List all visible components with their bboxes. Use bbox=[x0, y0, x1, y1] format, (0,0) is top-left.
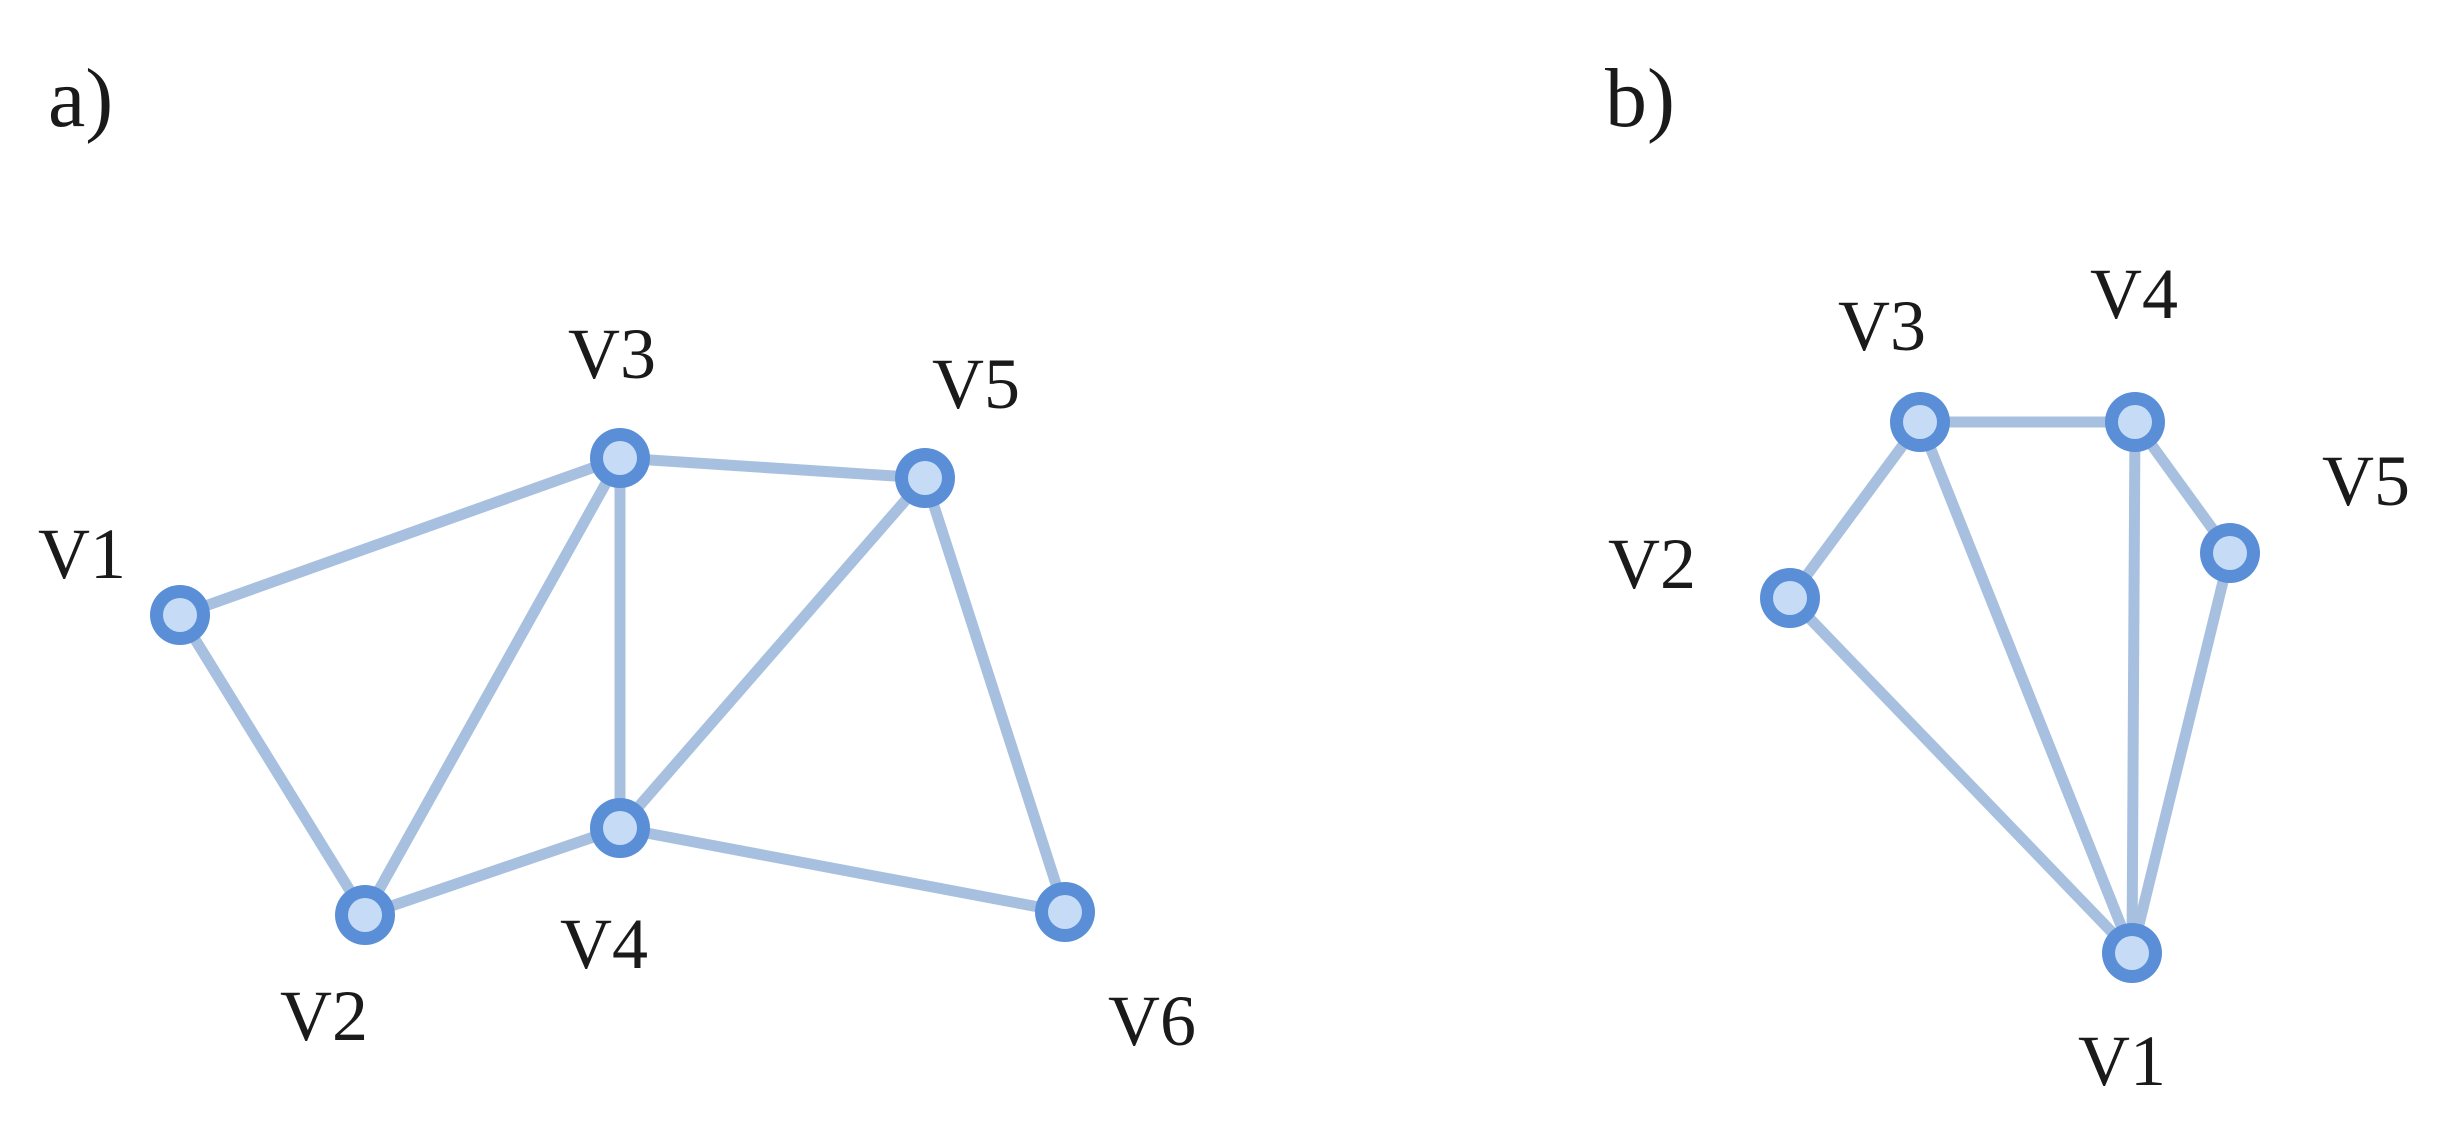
panel-b-edge-v3-v1 bbox=[1914, 416, 2138, 959]
panel-b-label: b) bbox=[1605, 52, 1675, 145]
panel-b-node-v5 bbox=[2200, 523, 2260, 583]
panel-b-label-v4: V4 bbox=[2090, 254, 2178, 334]
node-fill bbox=[908, 461, 942, 495]
panel-b-label-v1: V1 bbox=[2078, 1021, 2166, 1101]
panel-b-node-v3 bbox=[1890, 392, 1950, 452]
panel-a-node-v2 bbox=[335, 885, 395, 945]
panel-a-edge-v1-v3 bbox=[174, 452, 626, 621]
panel-a-edge-v1-v2 bbox=[174, 609, 371, 921]
node-fill bbox=[1903, 405, 1937, 439]
panel-b-label-v2: V2 bbox=[1608, 524, 1696, 604]
panel-b-edge-v5-v1 bbox=[2126, 547, 2236, 959]
edges-layer bbox=[174, 416, 2236, 959]
panel-a-label: a) bbox=[48, 52, 113, 145]
panel-a-edge-v4-v5 bbox=[614, 472, 931, 834]
panel-b-label-v5: V5 bbox=[2322, 441, 2410, 521]
panel-a-edge-v2-v3 bbox=[359, 452, 626, 921]
node-fill bbox=[163, 598, 197, 632]
panel-b-edge-v2-v1 bbox=[1784, 592, 2138, 959]
panel-a-label-v5: V5 bbox=[932, 344, 1020, 424]
panel-a-label-v1: V1 bbox=[38, 514, 126, 594]
node-fill bbox=[1048, 895, 1082, 929]
panel-a-node-v5 bbox=[895, 448, 955, 508]
node-fill bbox=[603, 811, 637, 845]
panel-a-node-v4 bbox=[590, 798, 650, 858]
panel-a-node-v3 bbox=[590, 428, 650, 488]
nodes-layer bbox=[150, 392, 2260, 983]
node-fill bbox=[2115, 936, 2149, 970]
panel-b-node-v2 bbox=[1760, 568, 1820, 628]
panel-a-node-v1 bbox=[150, 585, 210, 645]
panel-b-node-v1 bbox=[2102, 923, 2162, 983]
panel-a-label-v2: V2 bbox=[280, 976, 368, 1056]
panel-b-edge-v4-v1 bbox=[2126, 416, 2141, 959]
node-fill bbox=[603, 441, 637, 475]
panel-a-node-v6 bbox=[1035, 882, 1095, 942]
node-fill bbox=[1773, 581, 1807, 615]
panel-b-node-v4 bbox=[2105, 392, 2165, 452]
panel-a-edge-v3-v5 bbox=[614, 452, 931, 484]
panel-a-label-v4: V4 bbox=[560, 904, 648, 984]
node-fill bbox=[2118, 405, 2152, 439]
panel-a-edge-v4-v6 bbox=[614, 822, 1071, 918]
panel-a-edge-v2-v4 bbox=[359, 822, 626, 921]
panel-a-label-v3: V3 bbox=[568, 314, 656, 394]
panel-b-label-v3: V3 bbox=[1838, 286, 1926, 366]
panel-a-edge-v5-v6 bbox=[919, 472, 1071, 918]
panel-a-label-v6: V6 bbox=[1108, 981, 1196, 1061]
panel-b-edge-v2-v3 bbox=[1784, 416, 1926, 604]
node-fill bbox=[2213, 536, 2247, 570]
node-fill bbox=[348, 898, 382, 932]
